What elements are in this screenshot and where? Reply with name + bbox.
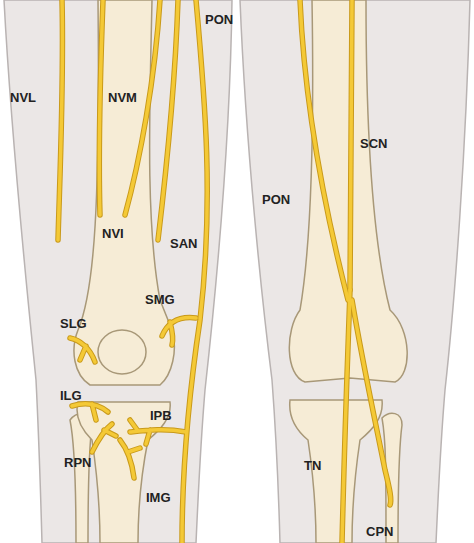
- nerve-label: SCN: [360, 136, 387, 151]
- nerve-label: SLG: [60, 316, 87, 331]
- nerve-label: RPN: [64, 455, 91, 470]
- nerve-label: PON: [205, 12, 233, 27]
- leg-outline: [4, 0, 232, 543]
- bones: [70, 0, 407, 543]
- nerve-label: NVL: [10, 90, 36, 105]
- nerve-label: NVI: [102, 226, 124, 241]
- nerve-outline: [58, 0, 391, 543]
- nerve-label: SAN: [170, 236, 197, 251]
- nerve: [58, 0, 391, 543]
- leg-outline: [240, 0, 470, 543]
- nerve-label: CPN: [366, 524, 393, 539]
- nerve-label: ILG: [60, 388, 82, 403]
- nerve-label: IPB: [150, 408, 172, 423]
- nerve-label: IMG: [146, 490, 171, 505]
- nerve-label: PON: [262, 192, 290, 207]
- nerve-label: SMG: [145, 292, 175, 307]
- nerve-label: TN: [304, 458, 321, 473]
- nerve-label: NVM: [108, 90, 137, 105]
